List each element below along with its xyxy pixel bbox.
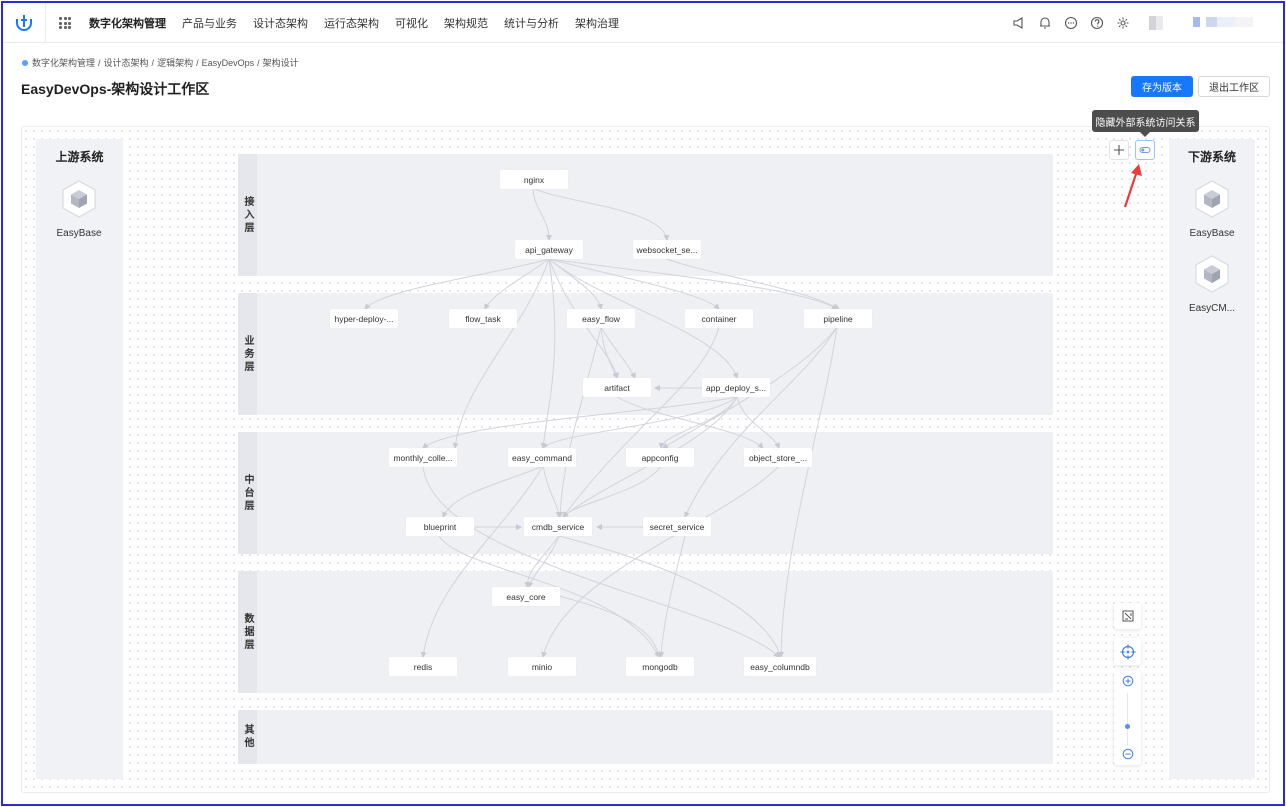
cube-icon bbox=[1195, 180, 1229, 218]
nav-item-governance[interactable]: 架构治理 bbox=[575, 18, 619, 30]
bell-icon[interactable] bbox=[1038, 16, 1052, 30]
cube-icon bbox=[62, 180, 96, 218]
nav-item-runtime-architecture[interactable]: 运行态架构 bbox=[324, 18, 379, 30]
node-hyper-deploy[interactable]: hyper-deploy-... bbox=[330, 309, 398, 328]
node-object-store[interactable]: object_store_... bbox=[744, 448, 812, 467]
node-monthly-collector[interactable]: monthly_colle... bbox=[389, 448, 457, 467]
node-artifact[interactable]: artifact bbox=[583, 378, 651, 397]
zoom-in-icon[interactable] bbox=[1122, 675, 1134, 687]
breadcrumb-item[interactable]: 逻辑架构 bbox=[157, 58, 194, 68]
node-api-gateway[interactable]: api_gateway bbox=[515, 240, 583, 259]
help-icon[interactable] bbox=[1090, 16, 1104, 30]
downstream-panel: 下游系统 EasyBase EasyCM... bbox=[1169, 139, 1255, 779]
node-easy-flow[interactable]: easy_flow bbox=[567, 309, 635, 328]
upstream-title: 上游系统 bbox=[55, 150, 104, 164]
cube-icon bbox=[1195, 255, 1229, 293]
save-version-button[interactable]: 存为版本 bbox=[1131, 76, 1193, 97]
breadcrumb-item-current: 架构设计 bbox=[262, 58, 299, 68]
zoom-out-icon[interactable] bbox=[1122, 748, 1134, 760]
node-nginx[interactable]: nginx bbox=[500, 170, 568, 189]
breadcrumb-home-icon bbox=[22, 59, 28, 66]
add-node-button[interactable] bbox=[1109, 140, 1129, 160]
app-grid-icon[interactable] bbox=[59, 17, 71, 29]
node-blueprint[interactable]: blueprint bbox=[406, 517, 474, 536]
zoom-slider-track[interactable] bbox=[1127, 693, 1128, 745]
layer-label: 其他 bbox=[242, 724, 253, 750]
upstream-panel: 上游系统 EasyBase bbox=[36, 139, 123, 779]
node-cmdb-service[interactable]: cmdb_service bbox=[524, 517, 592, 536]
breadcrumb-item[interactable]: 设计态架构 bbox=[103, 58, 149, 68]
downstream-system-easybase[interactable]: EasyBase bbox=[1169, 179, 1255, 239]
message-icon[interactable] bbox=[1064, 16, 1078, 30]
plus-icon bbox=[1114, 145, 1124, 155]
nav-item-visualization[interactable]: 可视化 bbox=[395, 18, 428, 30]
nav-divider bbox=[45, 3, 46, 43]
blurred-username[interactable] bbox=[1193, 17, 1253, 27]
megaphone-icon[interactable] bbox=[1012, 16, 1026, 30]
node-appconfig[interactable]: appconfig bbox=[626, 448, 694, 467]
nav-item-design-architecture[interactable]: 设计态架构 bbox=[253, 18, 308, 30]
node-flow-task[interactable]: flow_task bbox=[449, 309, 517, 328]
node-mongodb[interactable]: mongodb bbox=[626, 657, 694, 676]
annotation-arrow-icon bbox=[1123, 164, 1142, 208]
exit-workspace-button[interactable]: 退出工作区 bbox=[1198, 76, 1270, 97]
layer-label: 数据层 bbox=[242, 612, 253, 652]
layer-other: 其他 bbox=[238, 710, 1053, 764]
breadcrumb: 数字化架构管理/ 设计态架构/ 逻辑架构/ EasyDevOps/ 架构设计 bbox=[21, 56, 299, 69]
breadcrumb-item[interactable]: EasyDevOps bbox=[201, 57, 255, 68]
logo-icon[interactable] bbox=[15, 14, 33, 32]
nav-menu: 数字化架构管理 产品与业务 设计态架构 运行态架构 可视化 架构规范 统计与分析… bbox=[89, 3, 619, 43]
zoom-slider-handle[interactable] bbox=[1125, 724, 1130, 729]
node-secret-service[interactable]: secret_service bbox=[643, 517, 711, 536]
node-app-deploy[interactable]: app_deploy_s... bbox=[702, 378, 770, 397]
page-title: EasyDevOps-架构设计工作区 bbox=[21, 81, 210, 97]
node-websocket[interactable]: websocket_se... bbox=[633, 240, 701, 259]
node-easy-command[interactable]: easy_command bbox=[508, 448, 576, 467]
top-nav: 数字化架构管理 产品与业务 设计态架构 运行态架构 可视化 架构规范 统计与分析… bbox=[3, 3, 1283, 43]
system-label: EasyCM... bbox=[1188, 303, 1236, 314]
node-easy-columndb[interactable]: easy_columndb bbox=[744, 657, 816, 676]
breadcrumb-item[interactable]: 数字化架构管理 bbox=[32, 58, 96, 68]
tooltip: 隐藏外部系统访问关系 bbox=[1092, 110, 1199, 137]
zoom-control bbox=[1114, 671, 1141, 765]
toggle-external-relations-button[interactable] bbox=[1135, 140, 1155, 160]
toggle-icon bbox=[1139, 147, 1151, 153]
node-redis[interactable]: redis bbox=[389, 657, 457, 676]
center-view-button[interactable] bbox=[1114, 638, 1141, 665]
gear-icon[interactable] bbox=[1116, 16, 1130, 30]
node-minio[interactable]: minio bbox=[508, 657, 576, 676]
system-label: EasyBase bbox=[1189, 228, 1235, 239]
downstream-system-easycmdb[interactable]: EasyCM... bbox=[1169, 254, 1255, 314]
node-easy-core[interactable]: easy_core bbox=[492, 587, 560, 606]
fullscreen-button[interactable] bbox=[1114, 603, 1141, 629]
crosshair-icon bbox=[1120, 644, 1135, 659]
system-label: EasyBase bbox=[56, 228, 102, 239]
image-frame-icon bbox=[1122, 610, 1133, 622]
blurred-avatar[interactable] bbox=[1149, 16, 1163, 30]
nav-item-product-business[interactable]: 产品与业务 bbox=[182, 18, 237, 30]
downstream-title: 下游系统 bbox=[1187, 150, 1236, 164]
node-container[interactable]: container bbox=[685, 309, 753, 328]
node-pipeline[interactable]: pipeline bbox=[804, 309, 872, 328]
layer-label: 中台层 bbox=[242, 473, 253, 513]
nav-item-architecture-standards[interactable]: 架构规范 bbox=[444, 18, 488, 30]
nav-item-statistics[interactable]: 统计与分析 bbox=[504, 18, 559, 30]
layer-label: 业务层 bbox=[242, 334, 253, 374]
nav-item-digital-architecture[interactable]: 数字化架构管理 bbox=[89, 18, 166, 30]
layer-label: 接入层 bbox=[242, 195, 253, 235]
upstream-system-easybase[interactable]: EasyBase bbox=[36, 179, 122, 239]
